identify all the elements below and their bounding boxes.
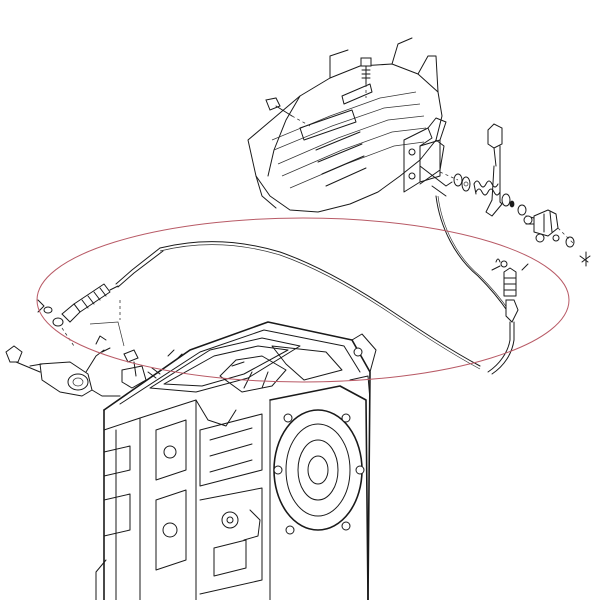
hand-throttle-lever: [485, 123, 503, 217]
nut-icon: [501, 193, 527, 216]
highlight-ellipse: [36, 217, 570, 383]
bolt-icon: [360, 57, 372, 85]
nut-icon: [523, 215, 533, 225]
bolt-icon: [121, 349, 147, 389]
cable-end-fitting: [525, 209, 575, 248]
cable-end-fitting: [487, 258, 529, 375]
spring-icon: [473, 180, 501, 196]
fender-panel: [247, 37, 445, 213]
transmission-housing: [95, 321, 377, 600]
bolt-icon: [265, 97, 311, 127]
lever-bracket: [403, 117, 453, 197]
throttle-cable: [115, 195, 511, 370]
nut-icon: [453, 173, 471, 192]
cable-end-fitting: [37, 283, 119, 347]
hydraulic-lift-lever: [5, 345, 121, 397]
